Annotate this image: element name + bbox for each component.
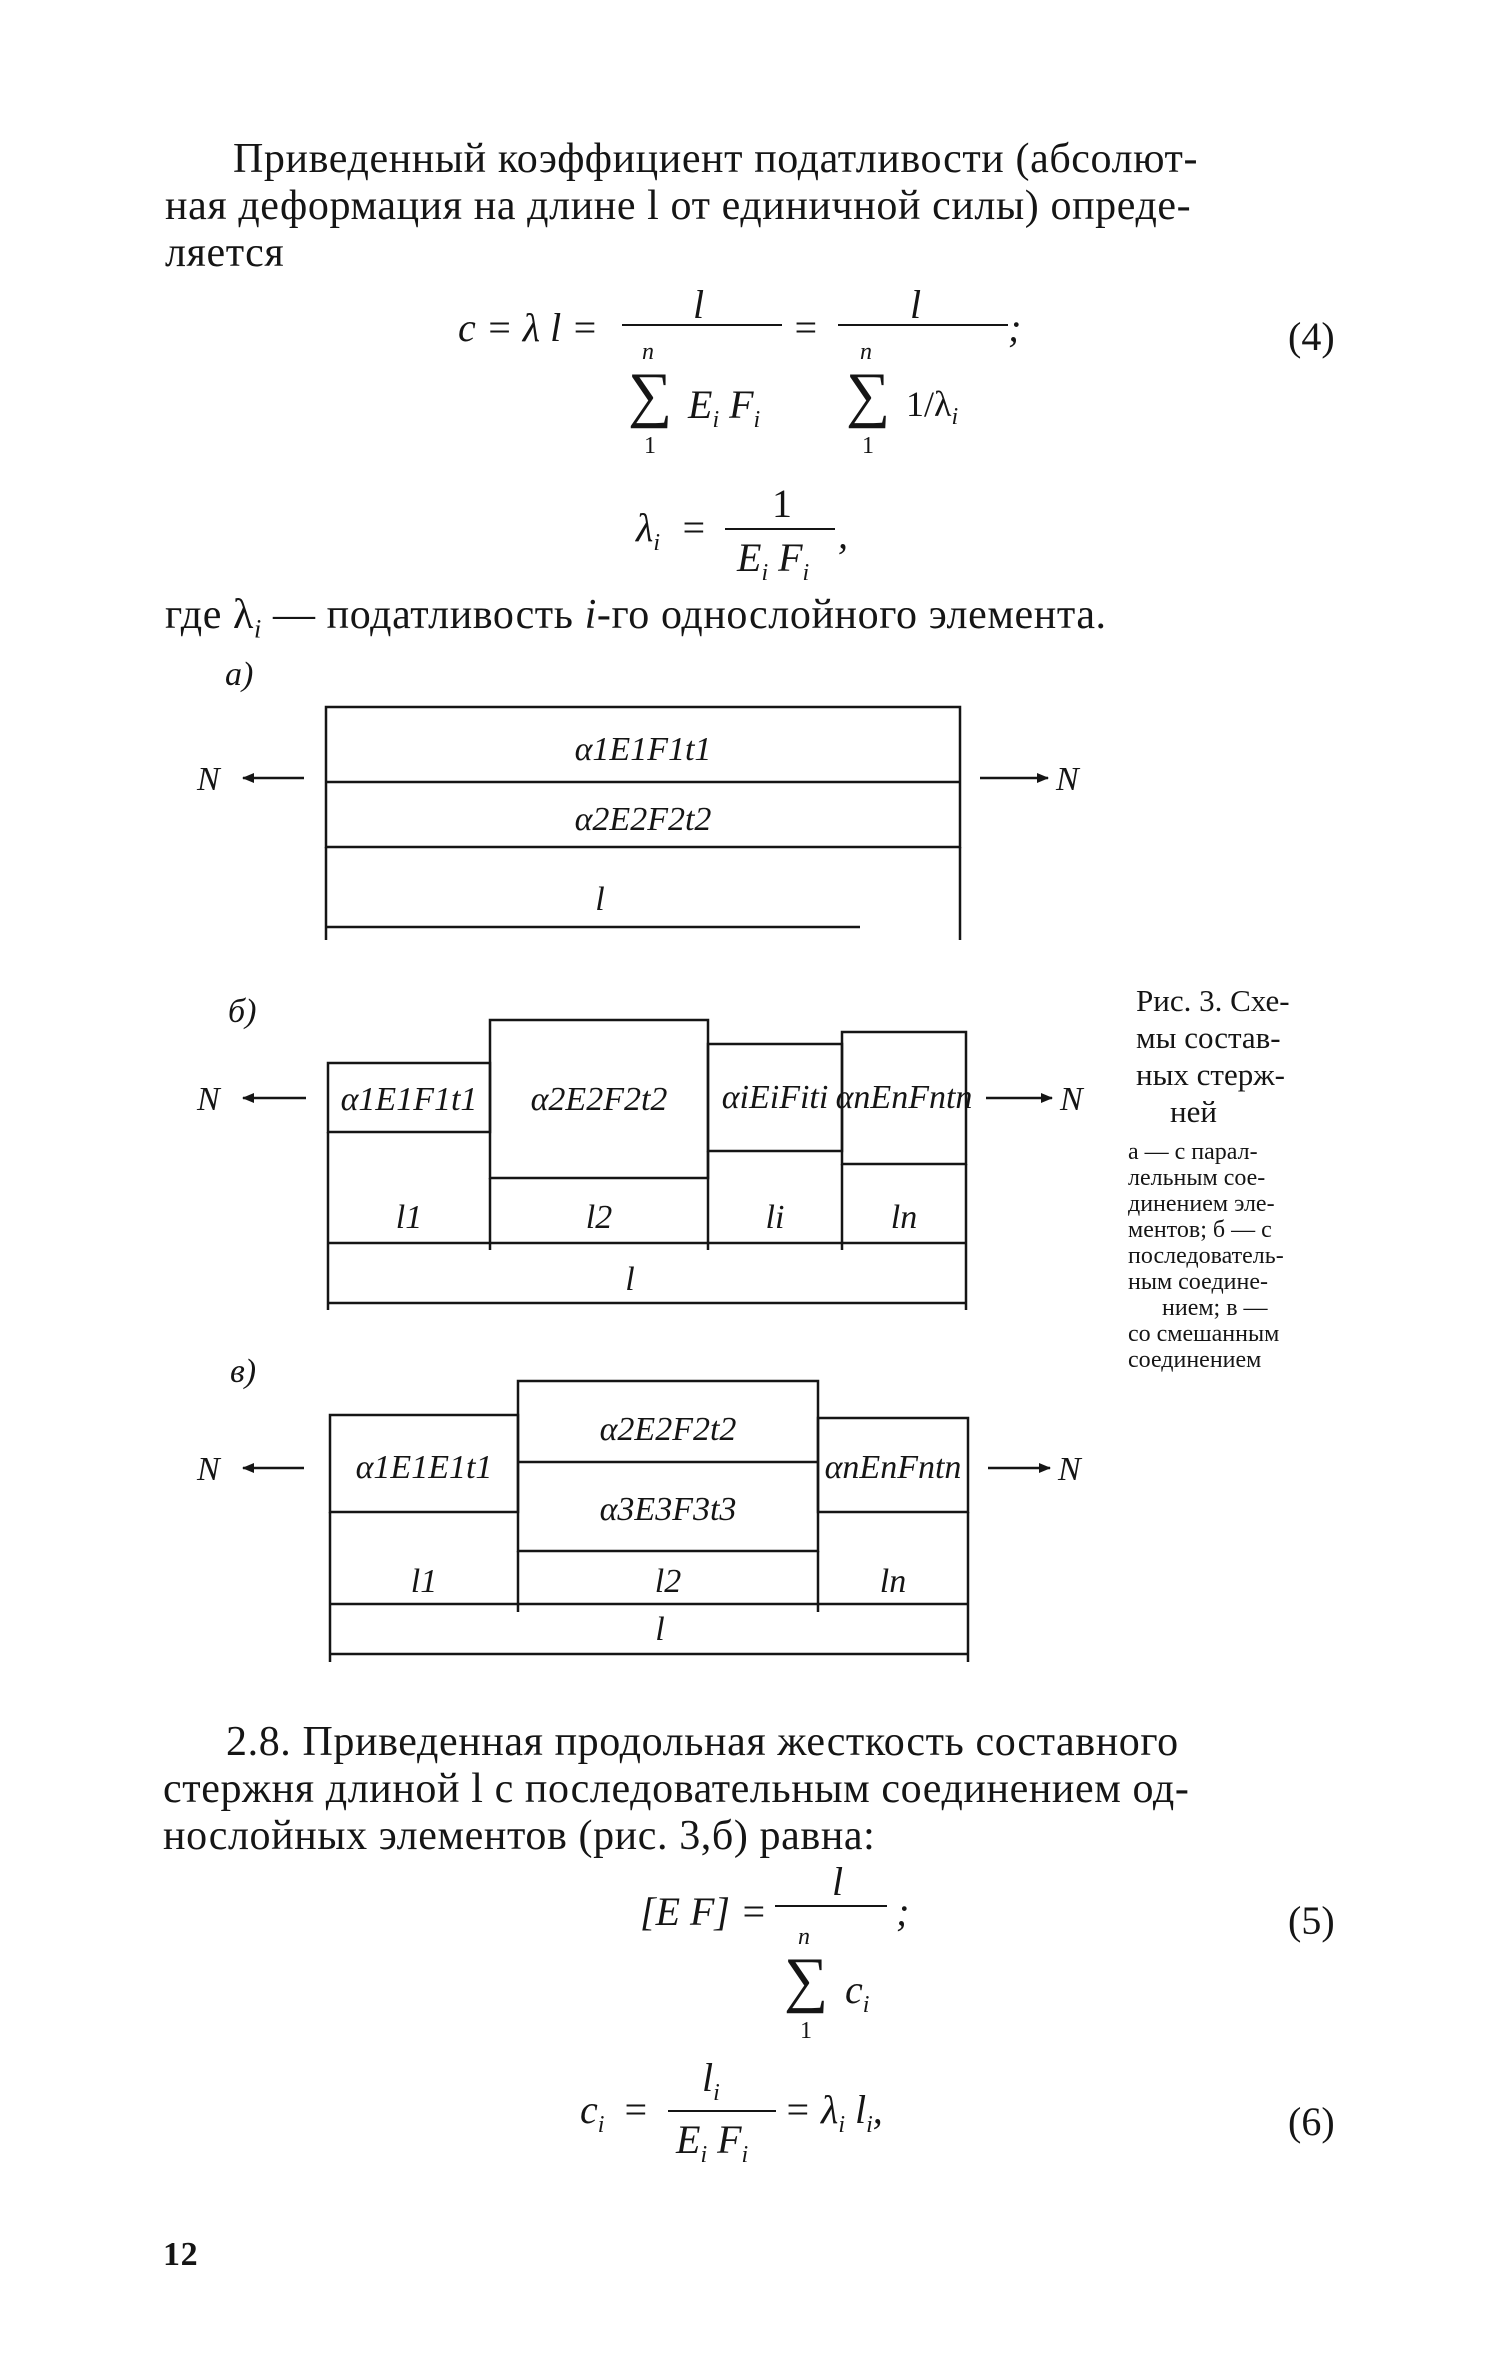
sigma-symbol: ∑ — [784, 1946, 829, 2014]
segment-label: αnEnFntn — [825, 1449, 962, 1486]
segment-label: α1E1F1t1 — [341, 1081, 478, 1118]
length-label: l2 — [655, 1563, 681, 1600]
force-label: N — [1057, 1451, 1083, 1488]
fraction-bar — [622, 324, 782, 326]
fraction-bar — [725, 528, 835, 530]
layer-label: α3E3F3t3 — [600, 1491, 737, 1528]
sigma-symbol: ∑ — [846, 361, 891, 429]
force-label: N — [1059, 1081, 1085, 1118]
layer-label: α2E2F2t2 — [600, 1411, 737, 1448]
force-label: N — [196, 1451, 222, 1488]
where-line: где λi — податливость i-го однослойного … — [165, 592, 1107, 644]
paragraph-line: стержня длиной l с последовательным соед… — [163, 1766, 1190, 1812]
layer-label: α1E1F1t1 — [575, 731, 712, 768]
segment-label: αnEnFntn — [836, 1079, 973, 1116]
sigma-symbol: ∑ — [628, 361, 673, 429]
rod-v-seg3 — [816, 1416, 970, 1514]
equation-number: (6) — [1288, 2099, 1335, 2144]
length-label: li — [766, 1199, 785, 1236]
length-label: l1 — [411, 1563, 437, 1600]
paragraph-line: 2.8. Приведенная продольная жесткость со… — [226, 1719, 1179, 1765]
page-number: 12 — [163, 2236, 199, 2273]
paragraph-line: Приведенный коэффициент податливости (аб… — [233, 136, 1199, 182]
segment-label: αiEiFiti — [722, 1079, 829, 1116]
force-label: N — [1055, 761, 1081, 798]
figure-label-a: а) — [225, 656, 253, 693]
equation-number: (5) — [1288, 1898, 1335, 1943]
fraction-bar — [775, 1905, 887, 1907]
rod-b-seg4 — [840, 1030, 968, 1166]
length-label: l2 — [586, 1199, 612, 1236]
length-label: ln — [880, 1563, 906, 1600]
paragraph-line: нослойных элементов (рис. 3,б) равна: — [163, 1813, 876, 1859]
length-label: l — [625, 1261, 634, 1298]
rod-a — [324, 705, 962, 849]
length-label: l — [595, 881, 604, 918]
force-label: N — [196, 761, 222, 798]
length-label: l — [655, 1611, 664, 1648]
length-label: ln — [891, 1199, 917, 1236]
figure-label-v: в) — [230, 1353, 256, 1390]
force-label: N — [196, 1081, 222, 1118]
length-label: l1 — [396, 1199, 422, 1236]
equation-number: (4) — [1288, 314, 1335, 359]
segment-label: α1E1E1t1 — [356, 1449, 493, 1486]
fraction-bar — [838, 324, 1008, 326]
figure-label-b: б) — [228, 993, 256, 1030]
segment-label: α2E2F2t2 — [531, 1081, 668, 1118]
paragraph-line: ная деформация на длине l от единичной с… — [165, 183, 1192, 229]
fraction-bar — [668, 2110, 776, 2112]
paragraph-line: ляется — [165, 230, 285, 276]
layer-label: α2E2F2t2 — [575, 801, 712, 838]
